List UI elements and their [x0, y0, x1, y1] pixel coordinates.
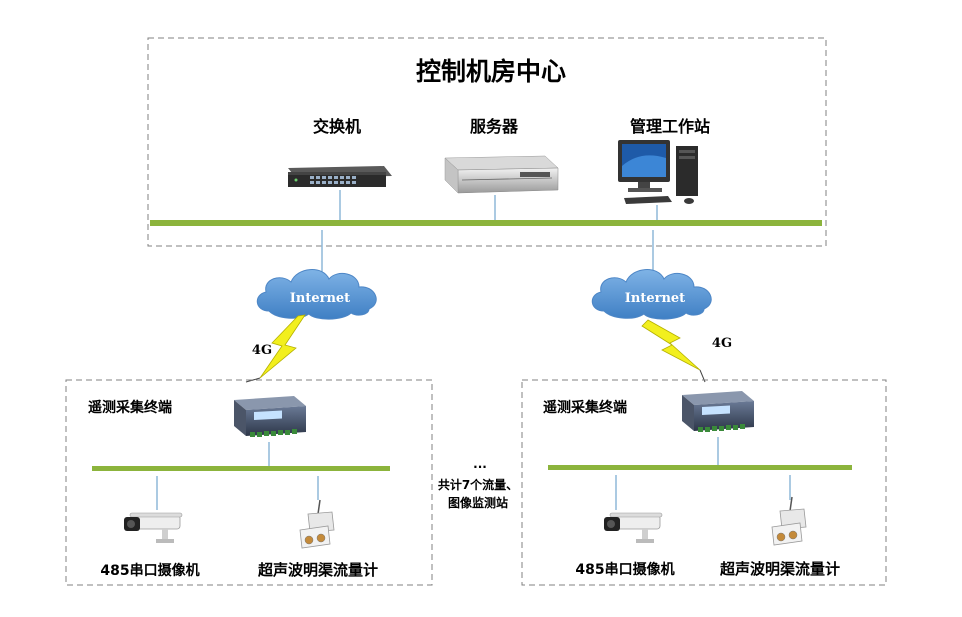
left-flowmeter-label: 超声波明渠流量计 [257, 561, 378, 579]
left-station-border [65, 379, 433, 586]
rtu-terminal-icon [234, 396, 306, 437]
left-internet-label: Internet [290, 291, 350, 306]
left-camera-label: 485串口摄像机 [100, 562, 199, 579]
note-ellipsis: ... [473, 457, 487, 471]
switch-label: 交换机 [313, 117, 361, 136]
right-station-bus [548, 465, 852, 470]
rtu-terminal-icon [682, 391, 754, 432]
flow-sensor-icon [771, 496, 807, 546]
right-station-border [521, 379, 887, 586]
bullet-camera-icon [124, 512, 183, 543]
right-camera-label: 485串口摄像机 [575, 561, 674, 578]
rack-server-icon [444, 155, 559, 194]
right-station-title: 遥测采集终端 [543, 399, 627, 416]
right-internet-label: Internet [625, 291, 685, 306]
control-center-bus [150, 220, 822, 226]
workstation-label: 管理工作站 [630, 117, 710, 136]
bullet-camera-icon [604, 512, 663, 543]
flow-sensor-icon [299, 499, 335, 549]
desktop-computer-icon [618, 140, 698, 204]
network-switch-icon [288, 166, 392, 187]
right-4g-label: 4G [712, 336, 732, 351]
control-center-border [147, 37, 827, 247]
server-label: 服务器 [470, 117, 519, 136]
right-flowmeter-label: 超声波明渠流量计 [719, 560, 840, 578]
note-line-1: 共计7个流量、 [438, 477, 518, 492]
left-4g-label: 4G [252, 343, 272, 358]
control-center-title: 控制机房中心 [416, 57, 566, 86]
lightning-icon [245, 314, 306, 383]
lightning-icon [641, 319, 706, 383]
note-line-2: 图像监测站 [448, 495, 508, 510]
left-station-title: 遥测采集终端 [88, 399, 172, 416]
left-station-bus [92, 466, 390, 471]
